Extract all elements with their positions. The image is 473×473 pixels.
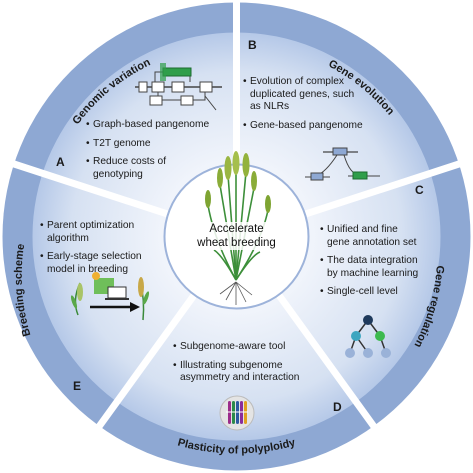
bullet-e2-line1: Early-stage selection: [47, 251, 142, 262]
network-tree-icon: [345, 315, 391, 358]
sector-letter-d: D: [333, 400, 342, 414]
chromosomes-icon: [219, 395, 255, 431]
bullet-c3: Single-cell level: [320, 286, 440, 299]
bullet-b1-line2: duplicated genes, such: [250, 88, 355, 100]
gene-duplication-icon: [305, 147, 380, 181]
sector-letter-c: C: [415, 183, 424, 197]
center-label-line2: wheat breeding: [197, 237, 276, 249]
bullet-b1-line1: Evolution of complex: [250, 76, 345, 87]
bullet-b1-line3: as NLRs: [250, 101, 290, 112]
bullet-e1-line2: algorithm: [47, 232, 89, 244]
bullet-d1: Subgenome-aware tool: [173, 341, 323, 354]
center-label-line1: Accelerate: [209, 223, 264, 235]
center-label: Accelerate wheat breeding: [183, 222, 290, 250]
bullet-c2-line2: by machine learning: [327, 267, 419, 279]
bullet-e2-line2: model in breeding: [47, 263, 128, 275]
sector-d-bullets: Subgenome-aware tool Illustrating subgen…: [173, 341, 323, 391]
bullet-b2: Gene-based pangenome: [243, 120, 393, 133]
sector-letter-b: B: [248, 38, 257, 52]
bullet-a1: Graph-based pangenome: [86, 119, 226, 132]
bullet-c1-line1: Unified and fine: [327, 224, 398, 235]
bullet-c2-line1: The data integration: [327, 255, 418, 266]
sector-letter-a: A: [56, 155, 65, 169]
bullet-c1-line2: gene annotation set: [327, 236, 417, 248]
breeding-selection-icon: [70, 272, 150, 321]
bullet-e1-line1: Parent optimization: [47, 220, 135, 231]
bullet-d2-line2: asymmetry and interaction: [180, 372, 300, 383]
graph-pangenome-icon: [135, 63, 222, 111]
bullet-a3-line2: genotyping: [93, 168, 143, 180]
bullet-a2: T2T genome: [86, 138, 226, 151]
sector-a-bullets: Graph-based pangenome T2T genome Reduce …: [86, 119, 226, 181]
sector-letter-e: E: [73, 379, 82, 393]
bullet-a3-line1: Reduce costs of: [93, 156, 167, 167]
bullet-d2-line1: Illustrating subgenome: [180, 359, 283, 371]
